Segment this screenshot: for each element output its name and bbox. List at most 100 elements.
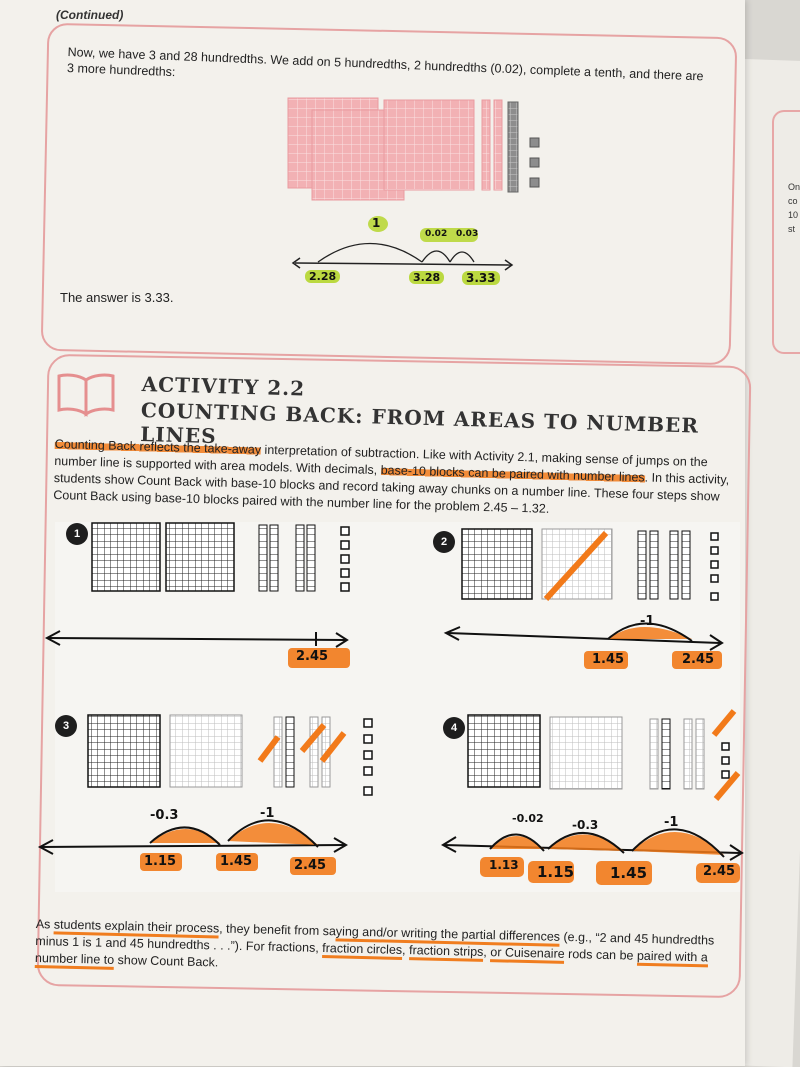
green-mark-2 bbox=[420, 228, 478, 242]
side-text-4: st bbox=[788, 224, 796, 234]
s4-orange-mark-b bbox=[528, 861, 574, 883]
step-3-blocks bbox=[87, 714, 373, 796]
gray-unit-3 bbox=[529, 177, 540, 188]
closing-t2: , they benefit from sa bbox=[219, 921, 337, 939]
s2-unit-5 bbox=[710, 592, 719, 601]
nl1-jump-2 bbox=[421, 250, 451, 263]
pink-rod-2 bbox=[493, 99, 503, 191]
s4-label-113: 1.13 bbox=[489, 858, 519, 872]
step-2-badge: 2 bbox=[433, 531, 455, 553]
s4-orange-mark-c bbox=[596, 861, 652, 885]
s4-rod-2 bbox=[661, 718, 671, 790]
nl1-left-arrow bbox=[291, 257, 301, 269]
s1-label-245: 2.45 bbox=[296, 649, 329, 664]
step-1-blocks bbox=[91, 522, 350, 592]
side-text-2: co bbox=[788, 196, 798, 206]
closing-t1: As bbox=[35, 916, 55, 932]
s4-rod-3 bbox=[683, 718, 693, 790]
steps-figure bbox=[37, 522, 744, 885]
step-2-number-line bbox=[443, 622, 724, 669]
s4-unit-3 bbox=[721, 770, 730, 779]
s4-orange-mark-a bbox=[480, 857, 524, 877]
s4-strike-1 bbox=[711, 709, 737, 737]
s3-label-245: 2.45 bbox=[294, 858, 327, 873]
side-text-3: 10 bbox=[788, 210, 799, 220]
s3-unit-5 bbox=[363, 786, 373, 796]
s2-strike bbox=[543, 530, 609, 602]
s3-orange-mark-c bbox=[290, 857, 336, 875]
s1-rod-3 bbox=[295, 524, 305, 592]
green-mark-1 bbox=[368, 216, 388, 232]
s4-jump-03: -0.3 bbox=[572, 818, 599, 832]
step-1-number-line bbox=[44, 630, 350, 668]
step-4-number-line bbox=[440, 828, 744, 885]
s3-orange-mark-b bbox=[216, 853, 258, 871]
s4-flat-2 bbox=[549, 716, 623, 790]
closing-u3: fraction circles bbox=[322, 941, 403, 960]
s1-rod-2 bbox=[269, 524, 279, 592]
gray-rod bbox=[507, 101, 519, 193]
closing-u5: or Cuisenaire bbox=[490, 945, 565, 964]
s2-flat-1 bbox=[461, 528, 533, 600]
s4-unit-2 bbox=[721, 756, 730, 765]
s2-rod-4 bbox=[681, 530, 691, 600]
s4-label-145: 1.45 bbox=[610, 864, 648, 882]
closing-u4: fraction strips bbox=[408, 943, 484, 962]
step-1-badge: 1 bbox=[66, 523, 88, 545]
closing-t7: show Count Back. bbox=[113, 952, 219, 970]
s2-jump-minus1: -1 bbox=[640, 614, 655, 629]
s3-strike-2 bbox=[299, 723, 327, 753]
pink-blocks-figure bbox=[287, 97, 540, 271]
nl1-label-328: 3.28 bbox=[409, 271, 445, 284]
jump-label-1: 1 bbox=[372, 216, 381, 230]
s1-unit-4 bbox=[340, 568, 350, 578]
nl1-jump-1 bbox=[317, 243, 423, 263]
s2-rod-1 bbox=[637, 530, 647, 600]
s2-rod-2 bbox=[649, 530, 659, 600]
step-3-badge: 3 bbox=[55, 715, 77, 737]
s1-unit-3 bbox=[340, 554, 350, 564]
s4-orange-mark-d bbox=[696, 863, 740, 883]
nl1-label-333: 3.33 bbox=[462, 271, 500, 285]
highlight-counting-back: Counting Back reflects the take-away bbox=[54, 436, 262, 457]
s4-label-115: 1.15 bbox=[537, 863, 575, 881]
book-page: (Continued) Now, we have 3 and 28 hundre… bbox=[0, 0, 752, 1066]
s3-unit-1 bbox=[363, 718, 373, 728]
s2-orange-mark-a bbox=[584, 651, 628, 669]
s3-jump-1: -1 bbox=[260, 806, 275, 821]
nl1-label-228: 2.28 bbox=[305, 270, 341, 283]
s1-rod-4 bbox=[306, 524, 316, 592]
s3-flat-1 bbox=[87, 714, 161, 788]
nl1-right-arrow bbox=[504, 259, 514, 271]
s1-flat-2 bbox=[165, 522, 235, 592]
s1-orange-mark bbox=[288, 648, 350, 668]
nl1-jump-3 bbox=[449, 251, 475, 263]
s4-jump-1: -1 bbox=[664, 815, 679, 830]
step-3-number-line bbox=[37, 819, 348, 875]
step-4-badge: 4 bbox=[443, 717, 465, 739]
s3-unit-2 bbox=[363, 734, 373, 744]
s3-rod-2 bbox=[285, 716, 295, 788]
s3-flat-2 bbox=[169, 714, 243, 788]
s3-label-115: 1.15 bbox=[144, 854, 177, 869]
s2-label-245: 2.45 bbox=[682, 652, 715, 667]
s3-jump-03: -0.3 bbox=[150, 808, 179, 823]
s3-label-145: 1.45 bbox=[220, 854, 253, 869]
step-4-blocks bbox=[467, 709, 741, 801]
pink-flat-3 bbox=[383, 99, 475, 191]
s2-label-145: 1.45 bbox=[592, 652, 625, 667]
s2-rod-3 bbox=[669, 530, 679, 600]
number-line-1 bbox=[294, 262, 513, 266]
s1-unit-5 bbox=[340, 582, 350, 592]
s1-rod-1 bbox=[258, 524, 268, 592]
jump-label-002: 0.02 bbox=[425, 229, 448, 239]
pink-rod-1 bbox=[481, 99, 491, 191]
next-page-card bbox=[772, 110, 800, 354]
s1-unit-2 bbox=[340, 540, 350, 550]
gray-unit-1 bbox=[529, 137, 540, 148]
jump-label-003: 0.03 bbox=[456, 229, 479, 239]
s2-unit-1 bbox=[710, 532, 719, 541]
s3-rod-3 bbox=[309, 716, 319, 788]
step-2-blocks bbox=[461, 528, 719, 602]
closing-t6: rods can be bbox=[564, 946, 638, 963]
